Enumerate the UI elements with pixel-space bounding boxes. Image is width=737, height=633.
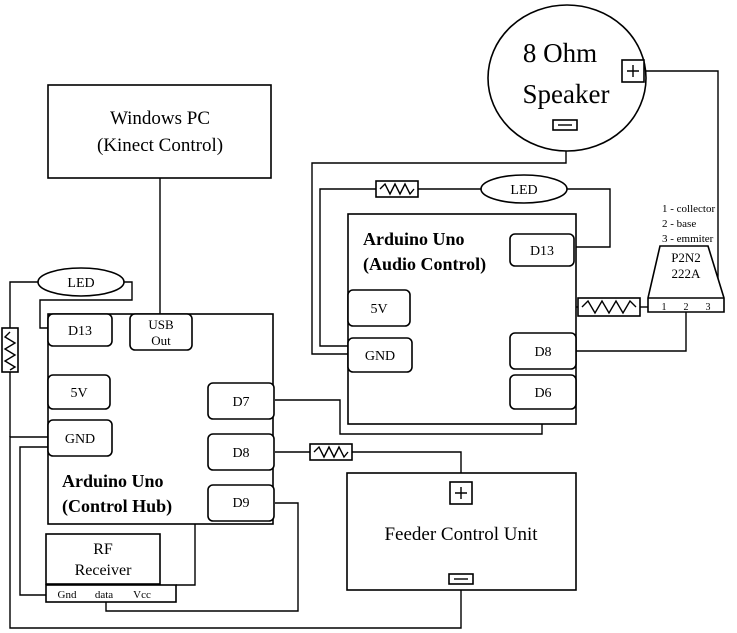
hub-pin-out-label: Out xyxy=(151,333,171,348)
hub-pin-d7: D7 xyxy=(207,382,275,420)
audio-pin-d6: D6 xyxy=(509,374,577,410)
wire-hub-gnd-rf xyxy=(19,446,48,596)
transistor-name: P2N2 xyxy=(671,250,701,265)
wire-hub-d9-rf xyxy=(105,502,299,612)
audio-pin-gnd: GND xyxy=(347,337,413,373)
led-audio-label: LED xyxy=(510,183,537,198)
transistor-legend-2: 2 - base xyxy=(662,218,696,230)
feeder-minus-icon xyxy=(448,573,474,585)
speaker-plus-icon xyxy=(621,59,645,83)
windows-pc-label: Windows PC xyxy=(110,108,210,129)
rf-receiver-label: RF xyxy=(93,541,113,558)
audio-pin-5v: 5V xyxy=(347,289,411,327)
wire-audio-gnd-led xyxy=(319,188,376,347)
wire-audio-led-d13 xyxy=(560,188,611,248)
rf-pin-data: data xyxy=(95,589,113,601)
transistor-pin-3: 3 xyxy=(706,302,711,313)
speaker-label: 8 Ohm xyxy=(523,38,597,68)
hub-pin-usb-label: USB xyxy=(148,317,174,332)
led-hub-label: LED xyxy=(67,276,94,291)
wire-feeder-minus xyxy=(9,436,462,629)
windows-pc-sublabel: (Kinect Control) xyxy=(97,135,223,156)
speaker: 8 Ohm Speaker xyxy=(487,4,647,152)
audio-pin-d8: D8 xyxy=(509,332,577,370)
transistor-legend-3: 3 - emmiter xyxy=(662,233,714,245)
speaker-sublabel: Speaker xyxy=(523,79,610,109)
resistors xyxy=(1,180,641,461)
hub-pin-5v-label: 5V xyxy=(70,386,87,401)
resistor-feeder xyxy=(309,443,353,461)
transistor-pin-2: 2 xyxy=(684,302,689,313)
wire-left-resistor-top xyxy=(9,281,38,328)
hub-pin-d13-label: D13 xyxy=(68,324,92,339)
resistor-transistor-base xyxy=(577,297,641,317)
feeder-control-unit: Feeder Control Unit xyxy=(346,472,577,591)
hub-pin-d9-label: D9 xyxy=(232,496,249,511)
wire-speaker-minus xyxy=(311,140,567,355)
arduino-hub-title: Arduino Uno xyxy=(62,471,164,491)
audio-pin-d13: D13 xyxy=(509,233,575,267)
hub-pin-5v: 5V xyxy=(47,374,111,410)
wire-audio-d8 xyxy=(576,312,687,352)
arduino-audio: Arduino Uno (Audio Control) D13 5V GND D… xyxy=(347,213,577,425)
resistor-left-led xyxy=(1,327,19,373)
audio-pin-d13-label: D13 xyxy=(530,244,554,259)
audio-pin-5v-label: 5V xyxy=(370,302,387,317)
audio-pin-gnd-label: GND xyxy=(365,349,395,364)
windows-pc-box: Windows PC (Kinect Control) xyxy=(47,84,272,179)
hub-pin-d13: D13 xyxy=(47,313,113,347)
speaker-minus-icon xyxy=(552,119,578,131)
hub-pin-usb-out: USB Out xyxy=(129,313,193,351)
transistor-pin-1: 1 xyxy=(662,302,667,313)
rf-receiver-sublabel: Receiver xyxy=(75,562,133,579)
hub-pin-gnd: GND xyxy=(47,419,113,457)
arduino-hub-subtitle: (Control Hub) xyxy=(62,496,172,517)
arduino-hub: Arduino Uno (Control Hub) D13 USB Out 5V… xyxy=(47,313,275,525)
resistor-audio-led xyxy=(375,180,419,198)
rf-pin-gnd: Gnd xyxy=(58,589,77,601)
rf-pin-vcc: Vcc xyxy=(133,589,151,601)
transistor: 1 - collector 2 - base 3 - emmiter P2N2 … xyxy=(647,203,725,313)
transistor-legend-1: 1 - collector xyxy=(662,203,715,215)
hub-pin-d8-label: D8 xyxy=(232,446,249,461)
wire-resistor-feeder xyxy=(352,451,462,473)
wire-left-led-d13 xyxy=(39,281,133,329)
rf-pin-strip xyxy=(45,584,177,603)
rf-receiver: RF Receiver Gnd data Vcc xyxy=(45,533,177,603)
transistor-name-2: 222A xyxy=(672,266,702,281)
hub-pin-d7-label: D7 xyxy=(232,395,249,410)
feeder-label: Feeder Control Unit xyxy=(384,524,538,545)
hub-pin-d9: D9 xyxy=(207,484,275,522)
hub-pin-gnd-label: GND xyxy=(65,432,95,447)
audio-pin-d8-label: D8 xyxy=(534,345,551,360)
arduino-audio-title: Arduino Uno xyxy=(363,229,465,249)
audio-pin-d6-label: D6 xyxy=(534,386,551,401)
hub-pin-d8: D8 xyxy=(207,433,275,471)
wires xyxy=(9,70,719,629)
led-audio: LED xyxy=(480,174,568,204)
arduino-audio-subtitle: (Audio Control) xyxy=(363,254,486,275)
feeder-plus-icon xyxy=(449,481,473,505)
led-hub: LED xyxy=(37,267,125,297)
wire-audio-d6-hub-d7 xyxy=(275,399,543,435)
